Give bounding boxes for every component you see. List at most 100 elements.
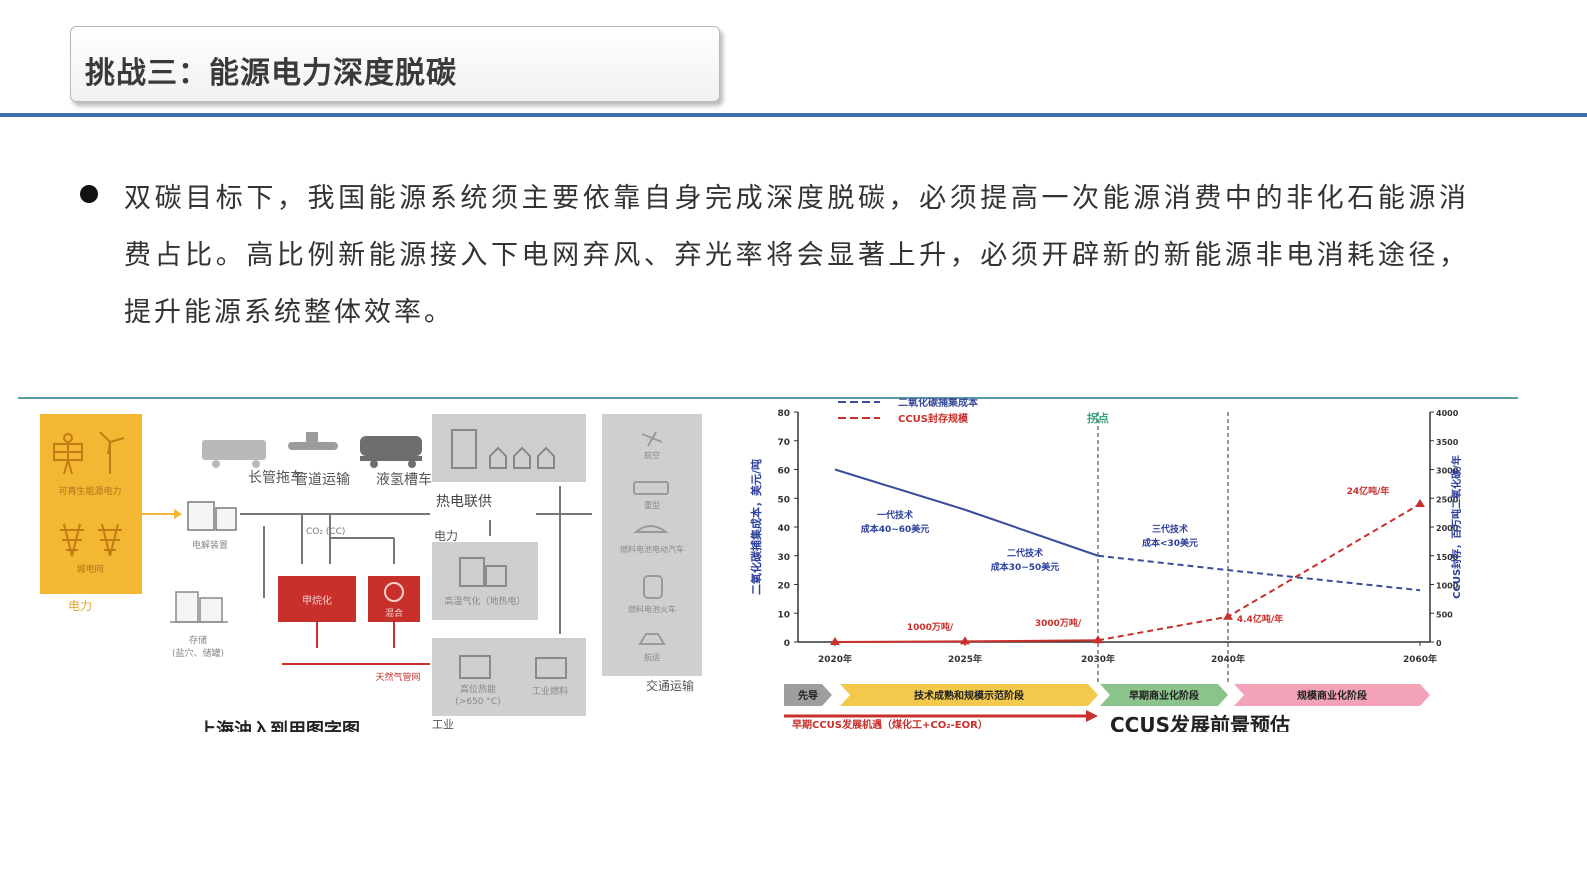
buildings-icon bbox=[451, 429, 555, 469]
y-tick-label-left-3: 30 bbox=[777, 553, 790, 563]
transport-caption: 交通运输 bbox=[646, 678, 694, 693]
industry-fuel-label: 工业燃料 bbox=[532, 685, 568, 697]
series-1-point-4 bbox=[1415, 499, 1425, 507]
transport-icons bbox=[633, 431, 670, 645]
power-box-bottom-label: 城电网 bbox=[76, 563, 103, 575]
storage-note: (盐穴、储罐) bbox=[172, 647, 224, 659]
legend-label-0: 二氧化碳捕集成本 bbox=[898, 398, 979, 409]
transport-item-5: 航运 bbox=[644, 652, 660, 662]
legend-label-1: CCUS封存规模 bbox=[898, 412, 969, 425]
annotation-3: 1000万吨/ bbox=[907, 621, 954, 633]
annotation-2-sub: 成本<30美元 bbox=[1142, 537, 1198, 549]
y-tick-label-right-8: 4000 bbox=[1436, 409, 1459, 418]
blend-icon bbox=[384, 582, 404, 602]
early-opportunity-label: 早期CCUS发展机遇（煤化工+CO₂-EOR） bbox=[792, 718, 988, 731]
power-arrow-head bbox=[174, 509, 182, 519]
cutoff-caption: 上海油入到用图字图 bbox=[198, 719, 360, 732]
power-line-label: 电力 bbox=[434, 529, 458, 543]
annotation-6: 24亿吨/年 bbox=[1347, 485, 1390, 497]
y-tick-label-left-5: 50 bbox=[777, 495, 790, 505]
x-tick-label-1: 2025年 bbox=[948, 653, 982, 665]
co2-label: CO₂ (CC) bbox=[306, 527, 345, 537]
pipeline-icon bbox=[288, 432, 338, 450]
transport-item-4: 燃料电池火车 bbox=[628, 604, 676, 614]
transport-mode-1-label: 长管拖车 bbox=[248, 469, 304, 486]
chart-title: CCUS发展前景预估 bbox=[1110, 713, 1290, 732]
y-axis-label-right: CCUS封存，百万吨二氧化碳/年 bbox=[1450, 455, 1463, 599]
methanation-box bbox=[278, 576, 356, 622]
series-0-solid bbox=[834, 468, 1099, 557]
y-tick-label-left-1: 10 bbox=[777, 610, 790, 620]
series-1-point-0 bbox=[830, 636, 840, 645]
phase-label-3: 规模商业化阶段 bbox=[1297, 689, 1367, 702]
industry-label: 工业 bbox=[432, 718, 454, 731]
transport-mode-3-label: 液氢槽车 bbox=[376, 471, 432, 488]
storage-tank-icon bbox=[170, 591, 228, 623]
annotation-0: 一代技术 bbox=[877, 509, 913, 521]
power-caption: 电力 bbox=[68, 599, 92, 613]
series-1-point-2 bbox=[1093, 635, 1103, 644]
phase-label-0: 先导 bbox=[798, 689, 818, 702]
series-1-point-3 bbox=[1223, 611, 1233, 620]
wind-solar-icon bbox=[53, 431, 125, 475]
annotation-1-sub: 成本30~50美元 bbox=[991, 561, 1060, 573]
bullet-icon bbox=[80, 185, 98, 203]
phase-label-1: 技术成熟和规模示范阶段 bbox=[914, 689, 1024, 702]
y-axis-label-left: 二氧化碳捕集成本，美元/吨 bbox=[749, 459, 763, 595]
high-temp-heat-label: 高位热能 bbox=[460, 683, 496, 695]
annotation-1: 二代技术 bbox=[1007, 547, 1043, 559]
gasifier-icon bbox=[459, 557, 507, 587]
tanker-truck-icon bbox=[360, 436, 422, 468]
gas-grid-label: 天然气管网 bbox=[375, 671, 420, 683]
phase-arrow-2 bbox=[1100, 684, 1228, 706]
early-opportunity-arrowhead bbox=[1086, 710, 1098, 722]
y-tick-label-right-3: 1500 bbox=[1436, 553, 1459, 562]
y-tick-label-left-7: 70 bbox=[777, 438, 790, 448]
chp-label: 热电联供 bbox=[436, 494, 492, 510]
y-tick-label-left-4: 40 bbox=[777, 524, 790, 534]
bullet-paragraph: 双碳目标下，我国能源系统须主要依靠自身完成深度脱碳，必须提高一次能源消费中的非化… bbox=[124, 183, 1469, 328]
transport-panel bbox=[602, 414, 702, 676]
hydrogen-system-diagram: 可再生能源电力 城电网 电力 长管拖车 管道运输 液氢槽车 电解装置 CO₂ (… bbox=[20, 402, 720, 732]
phase-arrow-0 bbox=[784, 684, 832, 706]
power-box-top-label: 可再生能源电力 bbox=[58, 485, 121, 497]
phase-arrow-1 bbox=[840, 684, 1098, 706]
phase-arrow-3 bbox=[1234, 684, 1430, 706]
transport-item-2: 重型 bbox=[644, 500, 660, 510]
factory-icon bbox=[459, 655, 567, 679]
transport-item-1: 航空 bbox=[644, 450, 660, 460]
y-tick-label-right-2: 1000 bbox=[1436, 582, 1459, 591]
diagram-canvas: 可再生能源电力 城电网 电力 长管拖车 管道运输 液氢槽车 电解装置 CO₂ (… bbox=[40, 414, 702, 732]
x-tick-label-4: 2060年 bbox=[1403, 653, 1437, 665]
annotation-0-sub: 成本40~60美元 bbox=[861, 523, 930, 535]
ccus-chart-svg: 0102030405060708005001000150020002500300… bbox=[749, 398, 1463, 732]
blend-label: 混合 bbox=[385, 607, 403, 619]
phase-label-2: 早期商业化阶段 bbox=[1129, 689, 1199, 702]
transmission-tower-icon bbox=[60, 523, 122, 557]
electrolysis-label: 电解装置 bbox=[192, 539, 228, 551]
y-tick-label-right-4: 2000 bbox=[1436, 524, 1459, 533]
vline-label-0: 拐点 bbox=[1087, 411, 1109, 425]
slide-title: 挑战三：能源电力深度脱碳 bbox=[85, 56, 457, 91]
buildings-panel bbox=[432, 414, 586, 482]
y-tick-label-left-0: 0 bbox=[784, 639, 790, 649]
transport-item-3: 燃料电池电动汽车 bbox=[620, 544, 684, 554]
annotation-4: 3000万吨/ bbox=[1035, 617, 1082, 629]
y-tick-label-left-2: 20 bbox=[777, 582, 790, 592]
annotation-2: 三代技术 bbox=[1152, 523, 1188, 535]
electrolyzer-icon bbox=[187, 501, 237, 531]
x-tick-label-0: 2020年 bbox=[818, 653, 852, 665]
transport-mode-2-label: 管道运输 bbox=[294, 472, 350, 488]
gasification-label: 高温气化（地热电） bbox=[444, 595, 525, 607]
slide-title-box: 挑战三：能源电力深度脱碳 bbox=[70, 26, 720, 102]
y-tick-label-right-7: 3500 bbox=[1436, 438, 1459, 447]
title-divider bbox=[0, 113, 1587, 117]
section-divider bbox=[18, 397, 1518, 399]
y-tick-label-left-6: 60 bbox=[777, 467, 790, 477]
series-1-point-1 bbox=[960, 636, 970, 645]
series-0-dashed bbox=[1097, 554, 1421, 592]
y-tick-label-right-0: 0 bbox=[1436, 639, 1442, 648]
y-tick-label-right-5: 2500 bbox=[1436, 495, 1459, 504]
annotation-5: 4.4亿吨/年 bbox=[1237, 613, 1283, 625]
